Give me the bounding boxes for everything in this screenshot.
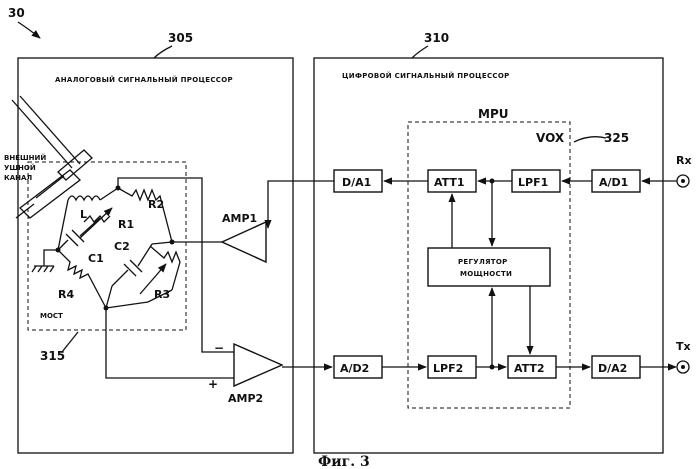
digital-ref-310: 310 [424, 31, 449, 45]
block-da1: D/A1 [334, 170, 382, 192]
component-R3: R3 [154, 288, 170, 301]
block-lpf1: LPF1 [512, 170, 560, 192]
block-lpf1-label: LPF1 [518, 176, 548, 189]
bridge-circuit: МОСТ 315 L R1 C1 R2 C2 R3 R4 [28, 162, 186, 363]
tx-label: Tx [676, 340, 691, 353]
vox-label: VOX [536, 131, 565, 145]
amp1: AMP1 [222, 212, 266, 262]
component-R4: R4 [58, 288, 74, 301]
block-ad2: A/D2 [334, 356, 382, 378]
block-ad1: A/D1 [592, 170, 640, 192]
block-lpf2-label: LPF2 [433, 362, 463, 375]
regulator-line1: РЕГУЛЯТОР [458, 258, 508, 266]
block-att2-label: ATT2 [514, 362, 545, 375]
block-ad2-label: A/D2 [340, 362, 369, 375]
component-C2: C2 [114, 240, 130, 253]
mpu-label: MPU [478, 107, 508, 121]
amp2-plus: + [208, 377, 218, 391]
ear-canal-label-1: ВНЕШНИЙ [4, 153, 46, 162]
amp2: − + AMP2 [208, 341, 282, 405]
figure-ref-30-arrow [18, 22, 40, 38]
block-da2-label: D/A2 [598, 362, 627, 375]
vox-ref-325: 325 [604, 131, 629, 145]
ear-canal-label-2: УШНОЙ [4, 163, 36, 172]
block-lpf2: LPF2 [428, 356, 476, 378]
analog-processor-title: АНАЛОГОВЫЙ СИГНАЛЬНЫЙ ПРОЦЕССОР [55, 75, 233, 84]
component-R2: R2 [148, 198, 164, 211]
block-ad1-label: A/D1 [599, 176, 628, 189]
figure-ref-30: 30 [8, 6, 25, 20]
digital-processor-block: ЦИФРОВОЙ СИГНАЛЬНЫЙ ПРОЦЕССОР 310 [314, 31, 663, 453]
block-att1-label: ATT1 [434, 176, 465, 189]
digital-processor-title: ЦИФРОВОЙ СИГНАЛЬНЫЙ ПРОЦЕССОР [342, 71, 510, 80]
block-att1: ATT1 [428, 170, 476, 192]
component-R1: R1 [118, 218, 134, 231]
block-att2: ATT2 [508, 356, 556, 378]
tx-port: Tx [676, 340, 691, 373]
analog-ref-305: 305 [168, 31, 193, 45]
amp2-label: AMP2 [228, 392, 263, 405]
regulator-line2: МОЩНОСТИ [460, 270, 512, 278]
bridge-ref-315: 315 [40, 349, 65, 363]
component-L: L [80, 208, 87, 221]
rx-port: Rx [676, 154, 692, 187]
amp2-minus: − [214, 341, 224, 355]
block-da2: D/A2 [592, 356, 640, 378]
bridge-label: МОСТ [40, 312, 63, 320]
block-da1-label: D/A1 [342, 176, 371, 189]
amp1-label: AMP1 [222, 212, 257, 225]
rx-label: Rx [676, 154, 692, 167]
power-regulator: РЕГУЛЯТОР МОЩНОСТИ [428, 248, 550, 286]
ear-canal: ВНЕШНИЙ УШНОЙ КАНАЛ [4, 96, 92, 218]
figure-caption: Фиг. 3 [318, 454, 370, 469]
component-C1: C1 [88, 252, 104, 265]
wire-da1-to-amp1 [268, 181, 334, 228]
